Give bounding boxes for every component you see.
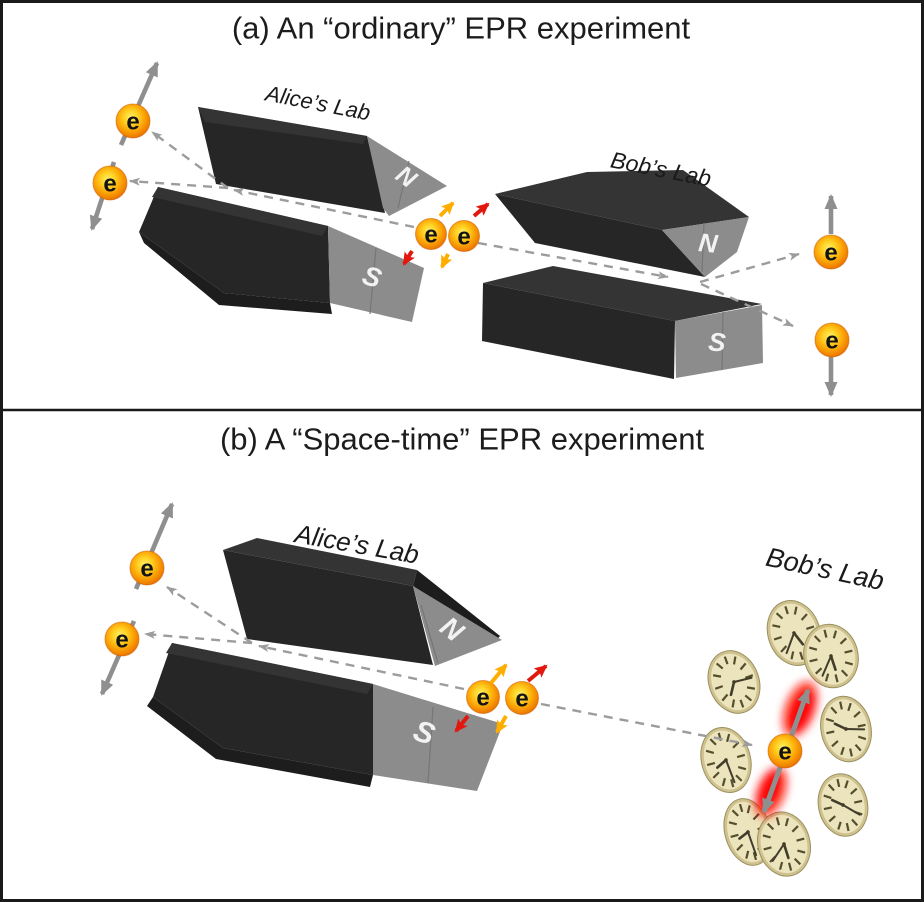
clock: [700, 726, 752, 794]
electron: e: [415, 218, 447, 250]
electron-sphere: [448, 220, 480, 252]
electron-label: e: [825, 328, 838, 355]
magnet-bevel-face: [139, 232, 332, 314]
spin-superposition-up-yellow: [489, 663, 508, 685]
electron: e: [115, 103, 151, 139]
magnet-bevel-face: [147, 697, 373, 787]
bob-lab-label-b: Bob’s Lab: [763, 542, 886, 596]
electron-label: e: [515, 686, 528, 713]
electron: e: [104, 621, 140, 657]
pole-face-s: [675, 305, 763, 378]
beam-to-bob: [477, 241, 669, 280]
electron-label: e: [457, 224, 470, 251]
north-pole-label: N: [697, 227, 720, 259]
magnet-top-face: [166, 643, 373, 694]
south-pole-label: S: [707, 326, 727, 357]
electron-label: e: [778, 739, 791, 766]
electron-sphere: [92, 165, 128, 201]
beam-bob-up: [699, 252, 800, 284]
panel-a: (a) An “ordinary” EPR experiment N S N: [89, 11, 850, 397]
beam-alice-down: [144, 630, 253, 645]
electron-sphere: [813, 234, 849, 270]
pole-face-crease: [369, 247, 377, 315]
electron: e: [466, 680, 500, 714]
magnet-front-face: [223, 550, 433, 665]
spin-superposition-up-red: [472, 202, 490, 218]
pole-face-n: [662, 217, 749, 277]
electron: e: [505, 681, 539, 715]
clock: [757, 811, 811, 877]
electron-sphere: [115, 103, 151, 139]
electron-sphere: [415, 218, 447, 250]
bob-magnet-top-a: N: [495, 170, 749, 277]
electron-sphere: [767, 733, 803, 769]
beam-to-bob: [540, 702, 753, 748]
spin-superposition-up-red: [526, 664, 548, 683]
electron-label: e: [476, 685, 489, 712]
alice-magnet-bottom-a: S: [139, 187, 424, 322]
pole-face-s: [328, 226, 424, 322]
magnet-top-face: [223, 538, 417, 586]
spin-superposition-down-yellow: [440, 253, 453, 269]
pole-face-crease: [420, 604, 439, 664]
pole-face-s: [373, 684, 503, 791]
clock-cluster: [700, 600, 872, 877]
electron: e: [448, 220, 480, 252]
electron-sphere: [814, 322, 850, 358]
magnet-edge-face: [413, 570, 500, 642]
electron-sphere: [505, 681, 539, 715]
pole-face-n: [367, 136, 447, 216]
electron-label: e: [824, 240, 837, 267]
bob-magnet-bottom-a: S: [482, 266, 763, 379]
electron-label: e: [126, 109, 139, 136]
spin-superposition-down-red: [454, 714, 470, 733]
electron-label: e: [424, 222, 437, 249]
magnet-front-face: [495, 194, 705, 277]
pole-face-crease: [721, 311, 724, 371]
spin-superposition-down-red: [402, 249, 415, 266]
magnet-top-face: [152, 187, 328, 236]
beam-to-alice: [258, 644, 465, 691]
alice-lab-label-a: Alice’s Lab: [262, 80, 373, 125]
electron-label: e: [103, 171, 116, 198]
spin-superposition-up-yellow: [438, 201, 455, 218]
electron-label: e: [140, 556, 153, 583]
clock: [707, 650, 761, 714]
clock: [817, 773, 869, 837]
alice-magnet-top-b: N: [223, 538, 502, 666]
electron: e: [813, 234, 849, 270]
pole-face-n: [413, 586, 502, 666]
electron-sphere: [466, 680, 500, 714]
pole-face-crease: [397, 160, 410, 209]
electron-sphere: [104, 621, 140, 657]
spin-superposition-down-yellow: [495, 715, 508, 734]
beam-bob-down: [700, 282, 794, 328]
alice-magnet-bottom-b: S: [147, 643, 503, 791]
electron-label: e: [115, 627, 128, 654]
electron-sphere: [129, 550, 165, 586]
pole-face-crease: [427, 706, 434, 784]
panel-a-title: (a) An “ordinary” EPR experiment: [232, 11, 691, 46]
clock: [803, 623, 859, 689]
magnet-top-face: [495, 170, 749, 230]
magnet-front-face: [482, 283, 675, 379]
alice-magnet-top-a: N: [198, 107, 447, 216]
beam-alice-down: [129, 177, 229, 190]
electron: e: [814, 322, 850, 358]
pole-face-crease: [701, 222, 705, 273]
panel-b-title: (b) A “Space-time” EPR experiment: [220, 422, 705, 457]
electron: e: [129, 550, 165, 586]
beam-alice-up: [166, 585, 253, 645]
electron: e: [92, 165, 128, 201]
electron: e: [767, 733, 803, 769]
magnet-top-face: [198, 107, 367, 144]
panel-b: (b) A “Space-time” EPR experiment N S: [99, 422, 887, 877]
clock: [820, 695, 872, 763]
magnet-top-face: [483, 266, 762, 321]
